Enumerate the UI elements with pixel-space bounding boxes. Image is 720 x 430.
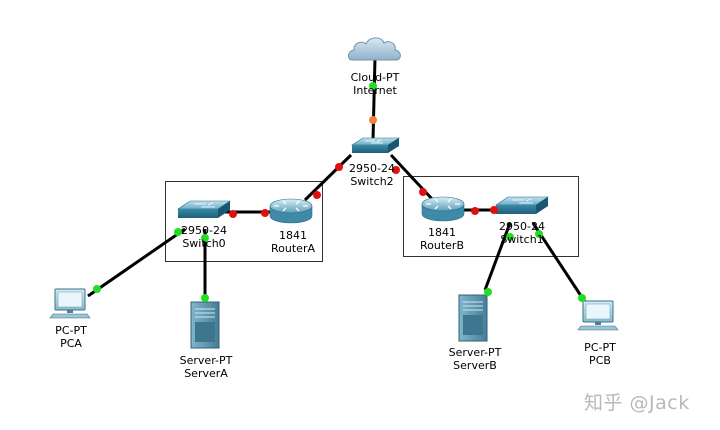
pcb-name: PCB [589,354,611,367]
pcb-icon[interactable] [577,300,619,331]
pca-icon[interactable] [49,288,91,319]
server-a-icon[interactable] [190,301,220,349]
switch0-name: Switch0 [182,237,226,250]
router-a-label: 1841 RouterA [271,229,315,255]
server-b-model: Server-PT [448,346,502,359]
link-status-dot-switch0-serverA-b [201,294,209,302]
server-b-label: Server-PT ServerB [449,346,502,372]
switch1-model: 2950-24 [499,220,545,233]
link-status-dot-switch1-pcb-a [535,230,543,238]
router-a-icon[interactable] [269,198,313,224]
watermark: 知乎 @Jack [584,392,690,414]
server-a-model: Server-PT [179,354,233,367]
link-switch0-pca[interactable] [87,227,186,298]
link-status-dot-switch2-routerB-b [419,188,427,196]
link-status-dot-routerB-switch1-a [471,207,479,215]
cloud-model: Cloud-PT [350,71,400,84]
link-status-dot-cloud-switch2-b [369,116,377,124]
lan-b-group-box [403,176,579,257]
cloud-name: Internet [353,84,397,97]
router-a-name: RouterA [271,242,315,255]
link-status-dot-routerB-switch1-b [490,206,498,214]
link-status-dot-switch2-routerB-a [392,166,400,174]
server-b-icon[interactable] [458,294,488,342]
link-switch1-serverB[interactable] [483,222,512,291]
pca-label: PC-PT PCA [55,324,87,350]
lan-a-group-box [165,181,323,262]
switch2-model: 2950-24 [349,162,395,175]
router-b-name: RouterB [420,239,464,252]
switch2-label: 2950-24 Switch2 [349,162,395,188]
switch0-icon[interactable] [177,200,231,218]
switch1-icon[interactable] [495,196,549,214]
links-layer [87,57,589,306]
switch0-model: 2950-24 [181,224,227,237]
link-status-dot-cloud-switch2-a [369,82,377,90]
link-status-dot-switch0-pca-a [174,228,182,236]
link-switch2-routerA[interactable] [303,153,353,202]
server-a-label: Server-PT ServerA [180,354,233,380]
link-status-dot-switch0-routerA-b [261,209,269,217]
link-cloud-switch2[interactable] [371,57,377,141]
link-status-dot-switch1-serverB-a [506,233,514,241]
cloud-label: Cloud-PT Internet [351,71,400,97]
link-status-dot-switch0-serverA-a [201,234,209,242]
link-status-dot-switch2-routerA-b [313,191,321,199]
link-switch1-pcb[interactable] [531,222,589,306]
pcb-model: PC-PT [584,341,616,354]
router-b-icon[interactable] [421,196,465,222]
link-status-dots [93,82,586,302]
switch2-name: Switch2 [350,175,394,188]
switch2-icon[interactable] [350,137,401,153]
cloud-icon[interactable] [348,37,401,61]
router-b-model: 1841 [428,226,456,239]
link-status-dot-switch2-routerA-a [335,163,343,171]
link-status-dot-switch1-serverB-b [484,288,492,296]
router-b-label: 1841 RouterB [420,226,464,252]
router-a-model: 1841 [278,229,307,242]
pca-name: PCA [60,337,82,350]
switch0-label: 2950-24 Switch0 [181,224,227,250]
link-status-dot-switch0-pca-b [93,285,101,293]
switch1-label: 2950-24 Switch1 [499,220,545,246]
server-a-name: ServerA [184,367,228,380]
pcb-label: PC-PT PCB [584,341,616,367]
switch1-name: Switch1 [500,233,544,246]
link-status-dot-switch0-routerA-a [229,210,237,218]
pca-model: PC-PT [55,324,87,337]
server-b-name: ServerB [453,359,497,372]
link-status-dot-switch1-pcb-b [578,294,586,302]
